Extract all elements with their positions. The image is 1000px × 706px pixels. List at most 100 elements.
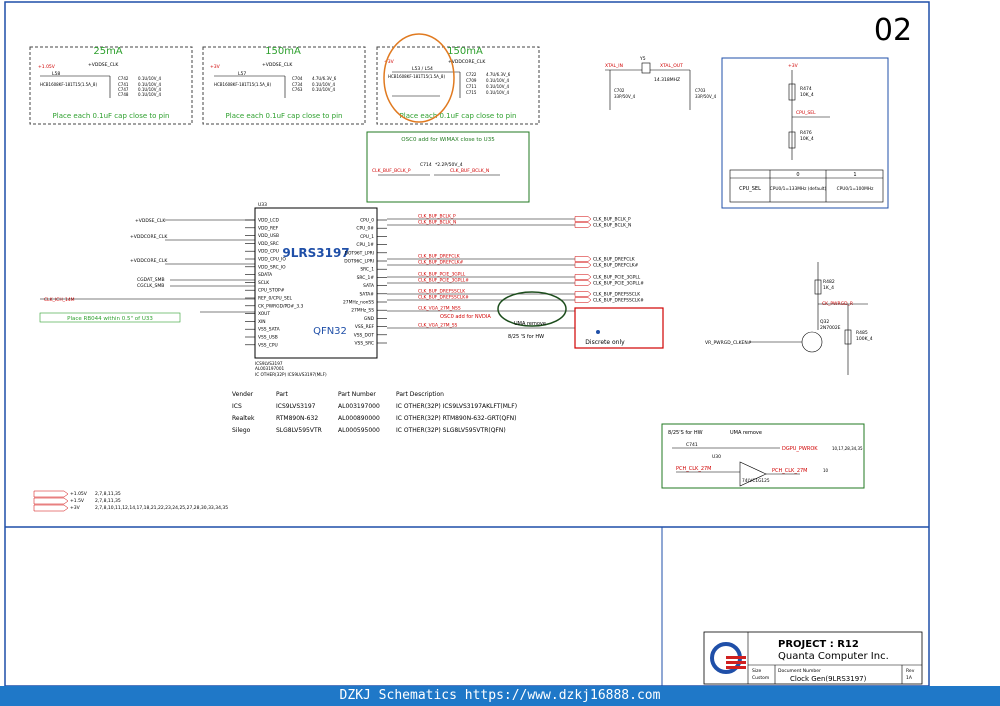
svg-text:PCH_CLK_27M: PCH_CLK_27M — [772, 468, 808, 474]
svg-text:AL000890000: AL000890000 — [338, 415, 380, 422]
svg-text:Place each 0.1uF cap close to: Place each 0.1uF cap close to pin — [400, 112, 517, 120]
port-marker — [574, 291, 592, 297]
power-section-2: 150mA +3V +VDDSE_CLK L57 HCB1608KF-181T1… — [202, 46, 366, 125]
power-section-1: 25mA +1.05V +VDDSE_CLK L58 HCB1608KF-181… — [29, 46, 193, 125]
right-side-nets: CLK_BUF_BCLK_PCLK_BUF_BCLK_PCLK_BUF_BCLK… — [387, 214, 644, 329]
port-marker — [574, 256, 592, 262]
svg-text:33P/50V_4: 33P/50V_4 — [614, 94, 636, 99]
port-marker — [574, 280, 592, 286]
svg-text:U30: U30 — [712, 454, 721, 460]
svg-text:C702: C702 — [614, 88, 625, 93]
svg-text:Size: Size — [752, 668, 761, 674]
sheet-frame — [4, 1, 930, 687]
svg-text:CPU_SEL: CPU_SEL — [796, 110, 816, 116]
port-marker — [574, 262, 592, 268]
svg-text:+VDDCORE_CLK: +VDDCORE_CLK — [448, 59, 486, 65]
svg-text:CLK_BUF_BCLK_N: CLK_BUF_BCLK_N — [450, 168, 489, 174]
svg-text:0: 0 — [796, 172, 799, 178]
svg-text:4.7U/6.3V_6: 4.7U/6.3V_6 — [486, 72, 511, 77]
chip-pin-label: VDD_SRC — [258, 241, 279, 247]
net-label: CLK_VGA_27M_SS — [418, 323, 458, 329]
port-label: CLK_BUF_BCLK_N — [593, 223, 631, 229]
svg-text:C763: C763 — [292, 87, 303, 92]
svg-text:CPU0/1=100MHz: CPU0/1=100MHz — [837, 186, 874, 192]
svg-text:XTAL_OUT: XTAL_OUT — [660, 63, 683, 69]
chip-pin-label: VSS_SATA — [258, 327, 280, 333]
page-number: 02 — [874, 13, 912, 48]
chip-pin-label: VSS_REF — [355, 324, 375, 330]
chip-pin-label: VDD_SRC_IO — [258, 264, 286, 270]
cpu-sel-box: +3V R474 10K_4 CPU_SEL R476 10K_4 0 1 CP… — [721, 57, 889, 209]
chip-pin-label: 27MHz_nonSS — [343, 300, 374, 306]
discrete-note: Discrete only — [585, 339, 625, 346]
svg-text:CLK_BUF_BCLK_P: CLK_BUF_BCLK_P — [372, 168, 411, 174]
svg-text:C709: C709 — [466, 78, 477, 83]
svg-text:R476: R476 — [800, 130, 812, 136]
svg-text:Place each 0.1uF cap close to: Place each 0.1uF cap close to pin — [226, 112, 343, 120]
title-block: PROJECT : R12 Quanta Computer Inc. Size … — [703, 631, 923, 685]
svg-text:+VDDCORE_CLK: +VDDCORE_CLK — [130, 234, 168, 240]
chip-pin-label: VDD_CPU_IO — [258, 257, 286, 263]
svg-text:Realtek: Realtek — [232, 415, 255, 422]
svg-text:C741: C741 — [686, 442, 698, 448]
svg-text:Part: Part — [276, 391, 288, 398]
port-label: CLK_BUF_DREFCLK# — [593, 263, 639, 269]
port-marker — [574, 297, 592, 303]
svg-text:4.7U/6.3V_6: 4.7U/6.3V_6 — [312, 76, 337, 81]
svg-text:C742: C742 — [118, 76, 129, 81]
svg-text:1K_4: 1K_4 — [823, 285, 834, 291]
footer-banner[interactable]: DZKJ Schematics https://www.dzkj16888.co… — [0, 686, 1000, 706]
chip-pin-label: REF_0/CPU_SEL — [258, 296, 293, 302]
svg-text:ICS9LVS3197: ICS9LVS3197 — [255, 361, 283, 366]
svg-text:IC OTHER(32P) ICS9LVS3197AKLFT: IC OTHER(32P) ICS9LVS3197AKLFT(MLF) — [396, 403, 517, 410]
left-side-nets: +VDDSE_CLK +VDDCORE_CLK +VDDCORE_CLK CGD… — [39, 218, 255, 323]
svg-text:CPU_SEL: CPU_SEL — [739, 186, 761, 192]
svg-text:2,7,8,10,11,12,14,17,18,21,22,: 2,7,8,10,11,12,14,17,18,21,22,23,24,25,2… — [95, 505, 228, 511]
svg-text:AL000595000: AL000595000 — [338, 427, 380, 434]
svg-text:Place RB044 within 0.5" of U33: Place RB044 within 0.5" of U33 — [67, 316, 153, 322]
chip-left-pins: VDD_LCDVDD_REFVDD_USBVDD_SRCVDD_CPUVDD_C… — [245, 218, 304, 348]
svg-text:+1.5V: +1.5V — [70, 498, 85, 504]
svg-text:+3V: +3V — [210, 64, 221, 70]
port-label: CLK_BUF_DREFCLK — [593, 257, 635, 263]
svg-text:CPU0/1=133MHz (default): CPU0/1=133MHz (default) — [770, 186, 827, 192]
chip-pin-label: SRC_1 — [360, 267, 374, 273]
svg-text:HCB1608KF-181T15(1.5A_8): HCB1608KF-181T15(1.5A_8) — [40, 82, 97, 87]
svg-text:DGPU_PWROK: DGPU_PWROK — [782, 446, 818, 452]
vendor-table: Vender Part Part Number Part Description… — [232, 391, 517, 434]
nvidia-note: OSC0 add for NVDIA — [440, 314, 491, 320]
port-label: CLK_BUF_PCIE_3GPLL — [593, 275, 641, 281]
svg-text:Y5: Y5 — [639, 56, 646, 62]
chip-pin-label: VDD_USB — [258, 233, 279, 239]
svg-text:C741: C741 — [118, 82, 129, 87]
port-label: CLK_BUF_BCLK_P — [593, 217, 631, 223]
net-label: CLK_BUF_DREFSSCLK — [418, 289, 465, 295]
svg-text:Q32: Q32 — [820, 319, 829, 325]
svg-text:VR_PWRGD_CLKEN#: VR_PWRGD_CLKEN# — [705, 340, 752, 346]
svg-text:C747: C747 — [118, 87, 129, 92]
svg-text:1A: 1A — [906, 675, 913, 681]
chip-pin-label: SATA — [363, 283, 374, 289]
section-current: 25mA — [93, 46, 122, 57]
svg-text:C722: C722 — [466, 72, 477, 77]
chip-pin-label: DOT96C_LPRI — [344, 259, 374, 265]
svg-text:SLG8LV595VTR: SLG8LV595VTR — [276, 427, 322, 434]
net-label: CLK_BUF_DREFSSCLK# — [418, 295, 469, 301]
chip-pin-label: CPU_1 — [360, 234, 374, 240]
svg-text:+1.05V: +1.05V — [70, 491, 88, 497]
chip-pin-label: XOUT — [258, 311, 270, 317]
svg-text:AL003197001: AL003197001 — [255, 366, 285, 371]
svg-text:2,7,8,11,35: 2,7,8,11,35 — [95, 491, 121, 497]
svg-text:C711: C711 — [466, 84, 477, 89]
svg-text:150mA: 150mA — [265, 46, 301, 57]
port-marker — [574, 222, 592, 228]
svg-text:0.1U/10V_4: 0.1U/10V_4 — [138, 82, 161, 87]
svg-text:Part Number: Part Number — [338, 391, 376, 398]
chip-pin-label: VDD_REF — [258, 225, 279, 231]
svg-text:R474: R474 — [800, 86, 812, 92]
chip-right-pins: CPU_0CPU_0#CPU_1CPU_1#DOT96T_LPRIDOT96C_… — [343, 218, 387, 347]
svg-text:C704: C704 — [292, 76, 303, 81]
svg-text:10K_4: 10K_4 — [800, 136, 814, 142]
svg-text:CLK_ICH_14M: CLK_ICH_14M — [44, 297, 75, 303]
svg-text:8/25'S for HW: 8/25'S for HW — [668, 430, 703, 436]
